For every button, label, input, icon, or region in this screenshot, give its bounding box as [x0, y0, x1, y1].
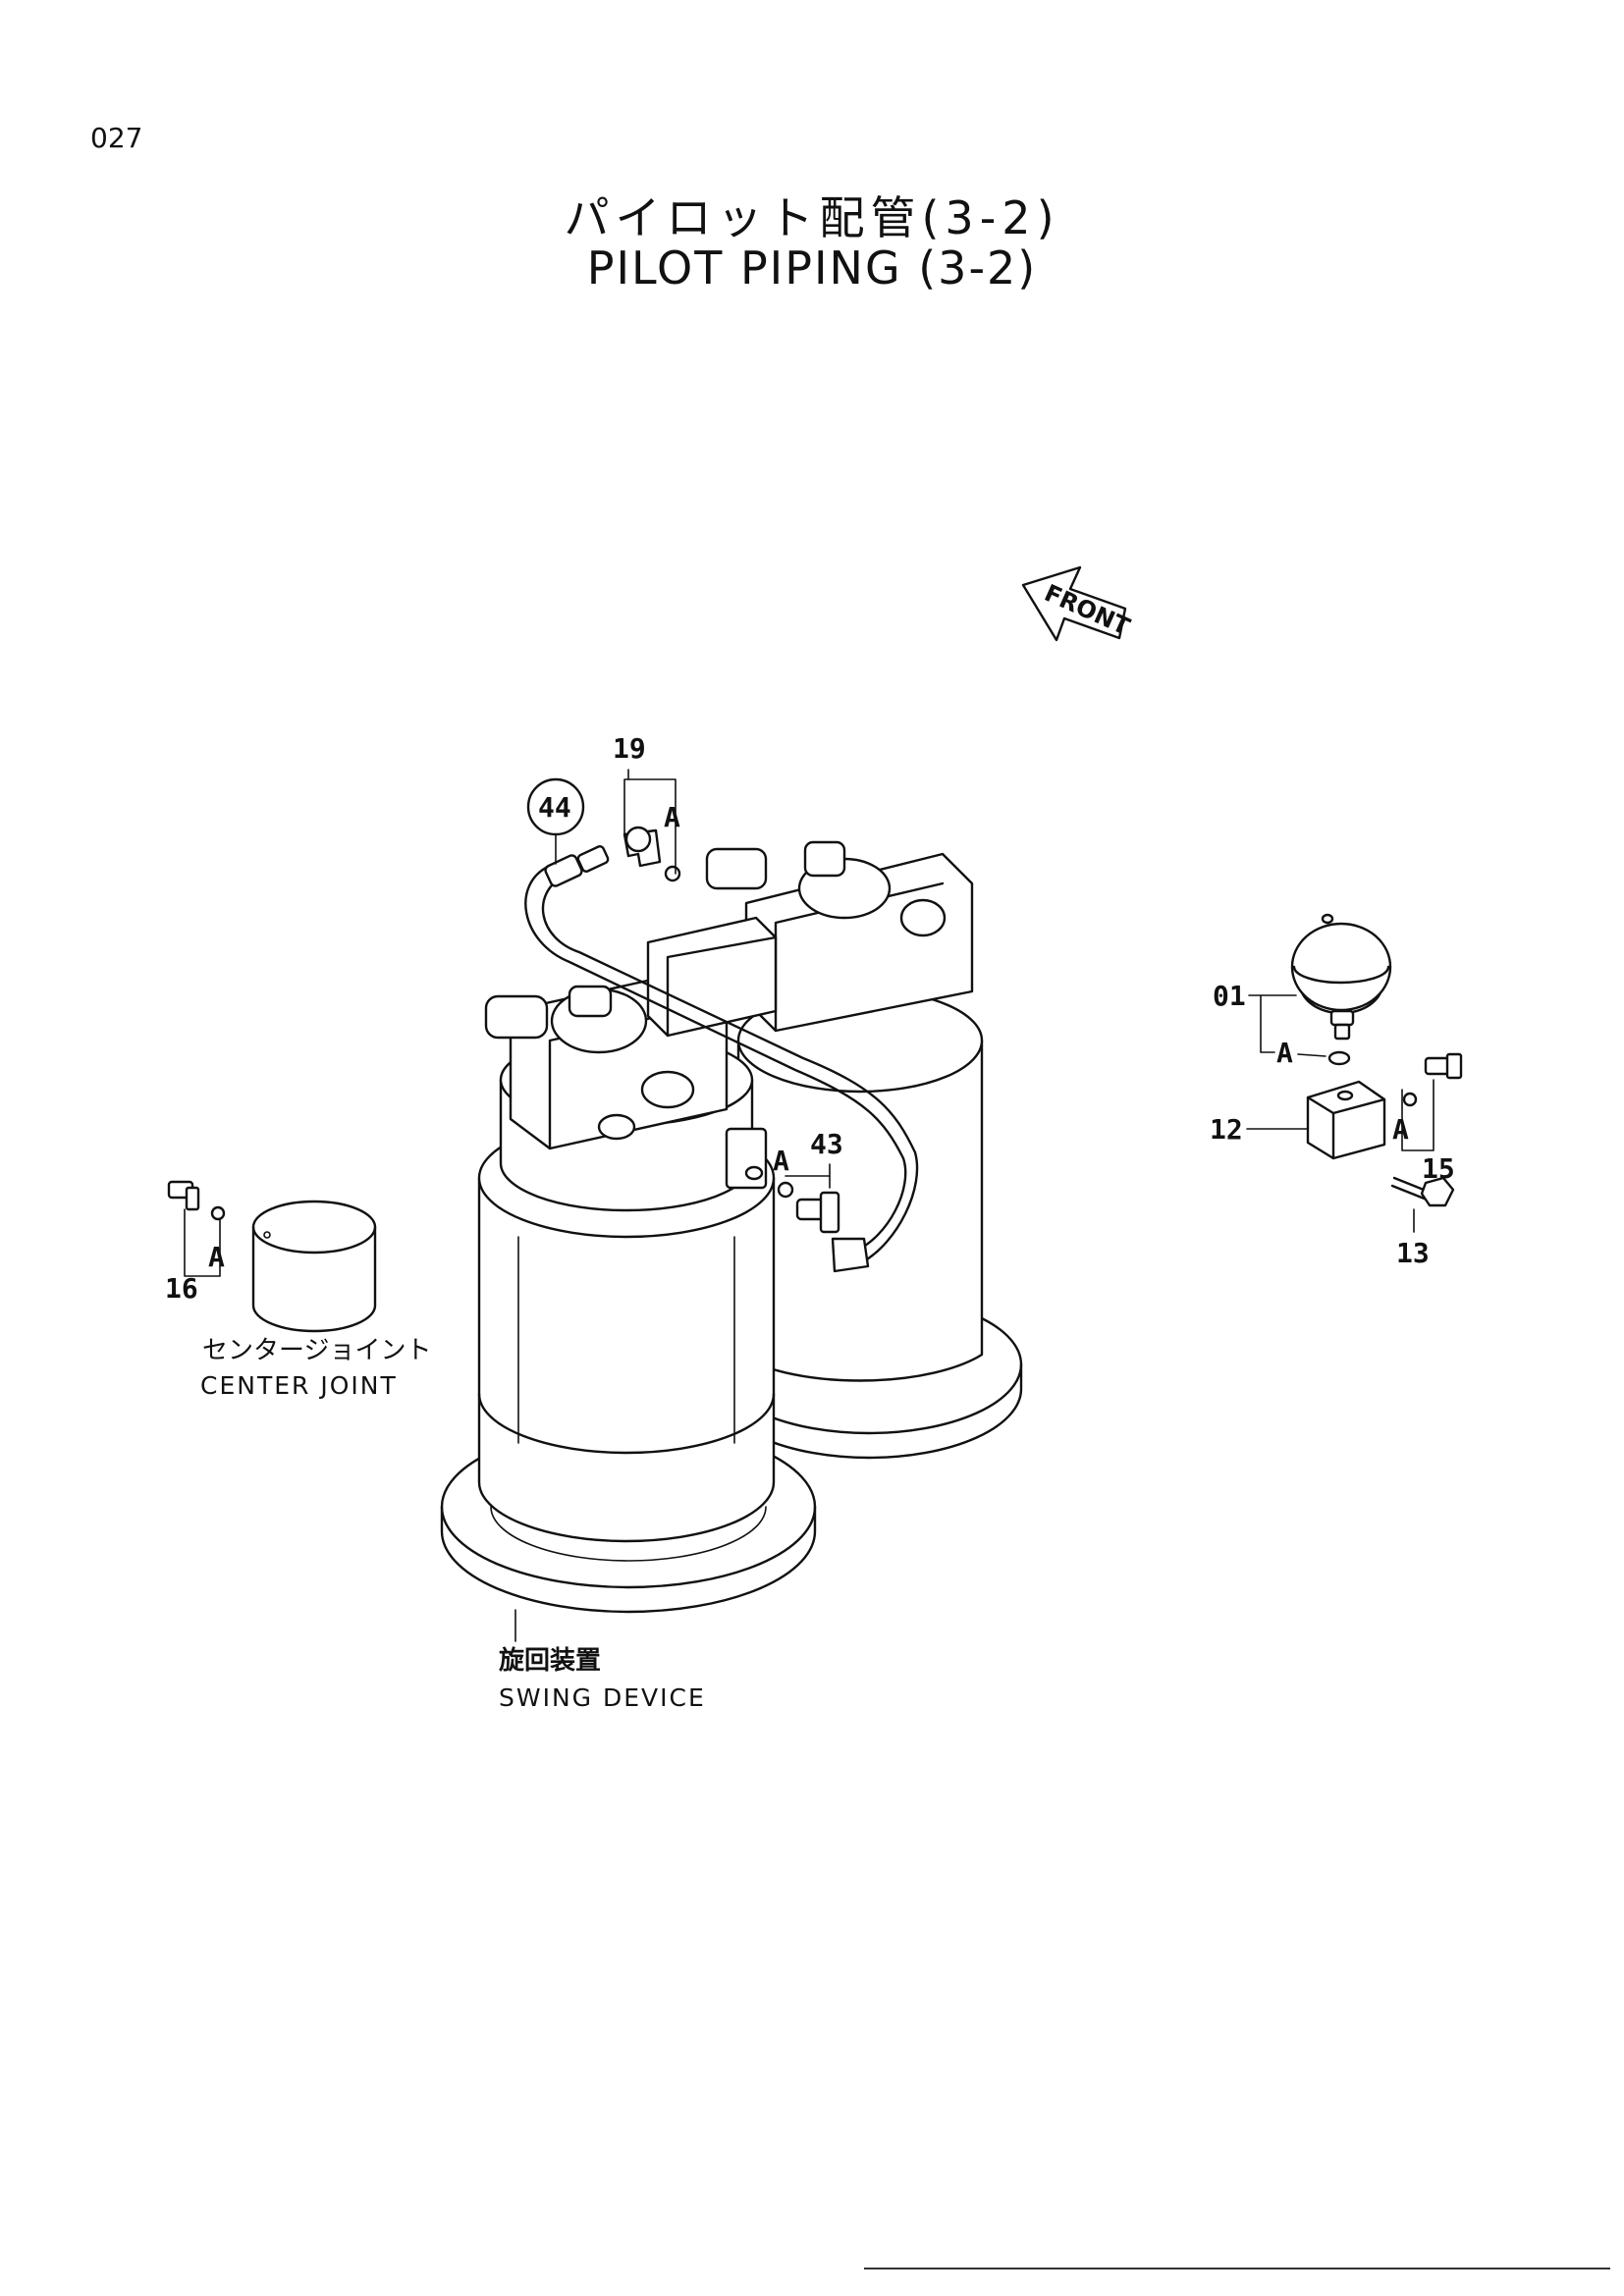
part-label-13: 13: [1396, 1237, 1430, 1269]
accumulator-group: [1290, 913, 1463, 1207]
footer-rule: [864, 2268, 1610, 2269]
accumulator-01: [1290, 922, 1392, 1012]
swing-device-assembly: [440, 840, 1023, 1614]
front-arrow: FRONT: [1021, 565, 1134, 642]
block-12: [1306, 1080, 1386, 1160]
part-label-19: 19: [613, 732, 646, 765]
part-label-12: 12: [1210, 1113, 1243, 1146]
tee-fitting-43: [777, 1181, 840, 1234]
title-english: PILOT PIPING (3-2): [586, 241, 1038, 294]
ref-mark-a-01: A: [1276, 1037, 1293, 1069]
caption-swing-device-jp: 旋回装置: [499, 1646, 601, 1676]
ref-mark-a-19: A: [664, 801, 680, 833]
part-label-43: 43: [810, 1128, 843, 1160]
title-japanese: パイロット配管(3-2): [564, 191, 1060, 244]
center-joint-drawing: [167, 1180, 377, 1333]
front-body: [477, 1176, 776, 1543]
part-label-15: 15: [1422, 1152, 1455, 1185]
part-label-01: 01: [1213, 980, 1246, 1012]
caption-center-joint-jp: センタージョイント: [202, 1336, 431, 1365]
ref-mark-a-16: A: [208, 1241, 225, 1273]
elbow-fitting-19: [623, 826, 681, 882]
ref-mark-a-43: A: [773, 1145, 789, 1177]
ref-mark-a-15: A: [1392, 1113, 1409, 1146]
part-label-44: 44: [538, 791, 571, 824]
page-number: 027: [90, 122, 143, 154]
pilot-hose-44: [524, 845, 919, 1273]
caption-swing-device-en: SWING DEVICE: [499, 1683, 706, 1712]
part-label-16: 16: [165, 1272, 198, 1305]
caption-center-joint-en: CENTER JOINT: [200, 1371, 398, 1400]
